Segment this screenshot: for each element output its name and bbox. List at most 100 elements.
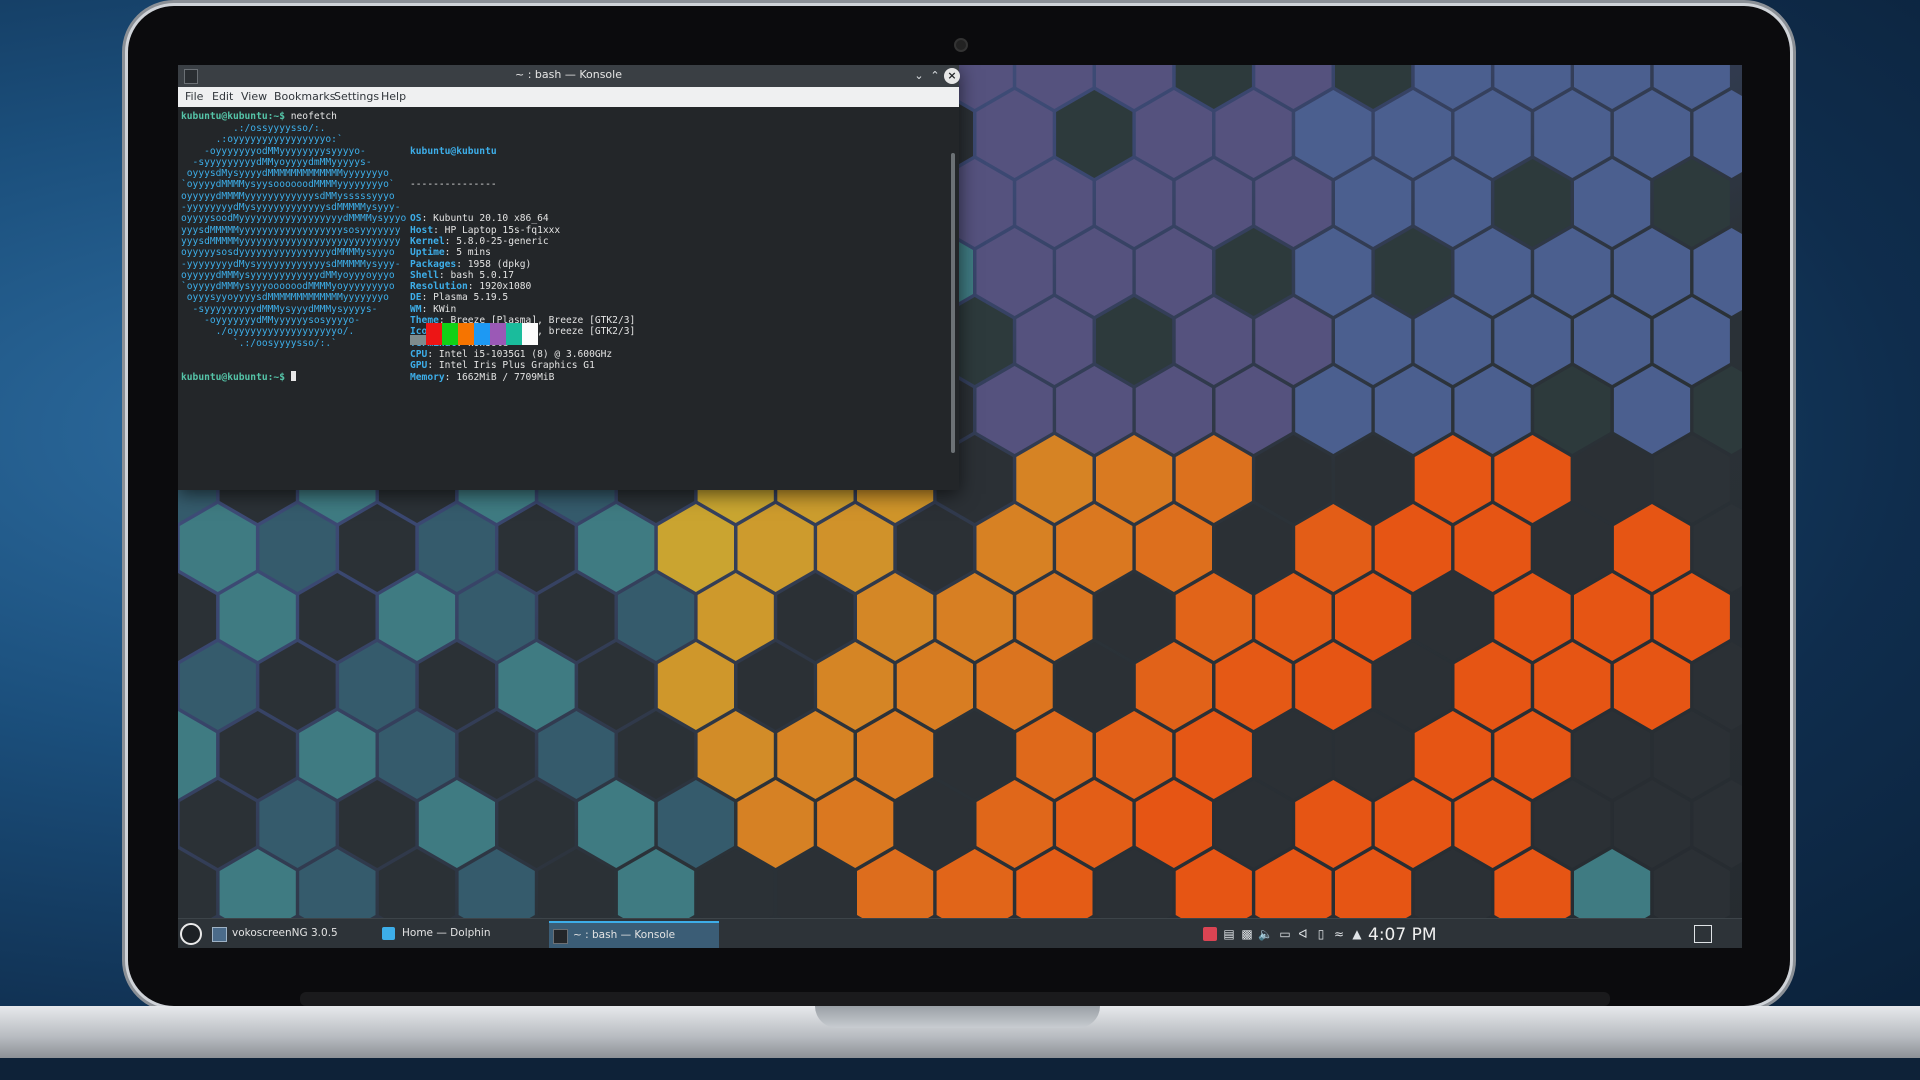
menu-edit[interactable]: Edit <box>212 90 234 103</box>
wallpaper-hexagon <box>418 504 495 592</box>
logo-line: oyyyyysosdyyyyyyyyyyyyyyyydMMMMysyyyo <box>181 247 395 259</box>
wallpaper-hexagon <box>418 780 495 868</box>
wallpaper-hexagon <box>1175 711 1252 799</box>
menu-file[interactable]: File <box>185 90 204 103</box>
wallpaper-hexagon <box>1414 573 1491 661</box>
wallpaper-hexagon <box>1534 642 1611 730</box>
wallpaper-hexagon <box>1335 65 1412 109</box>
info-row: CPU: Intel i5-1035G1 (8) @ 3.600GHz <box>410 348 613 360</box>
wallpaper-hexagon <box>1613 504 1691 592</box>
wallpaper-hexagon <box>1056 90 1133 178</box>
wallpaper-hexagon <box>299 849 376 937</box>
show-desktop-icon[interactable] <box>1694 925 1712 943</box>
screen-recorder-tray-icon[interactable] <box>1203 927 1217 941</box>
info-row: Host: HP Laptop 15s-fq1xxx <box>410 224 561 236</box>
battery-icon[interactable]: ▭ <box>1279 927 1291 941</box>
wallpaper-hexagon <box>219 573 296 661</box>
wallpaper-hexagon <box>1295 780 1372 868</box>
logo-line: yyysdMMMMMyyyyyyyyyyyyyyyyyysosyyyyyyy <box>181 224 401 236</box>
digital-clock[interactable]: 4:07 PM <box>1368 925 1437 945</box>
terminal-area[interactable]: kubuntu@kubuntu:~$ neofetch .:/ossyyyyss… <box>178 107 959 490</box>
close-button[interactable]: × <box>944 68 960 84</box>
info-value: bash 5.0.17 <box>450 269 514 281</box>
wallpaper-hexagon <box>458 711 535 799</box>
wallpaper-hexagon <box>976 504 1053 592</box>
wallpaper-hexagon <box>1693 366 1742 454</box>
wallpaper-hexagon <box>1175 65 1252 109</box>
wallpaper-hexagon <box>339 642 416 730</box>
wallpaper-hexagon <box>1574 435 1651 523</box>
window-titlebar[interactable]: ~ : bash — Konsole ⌄ ⌃ × <box>178 65 960 87</box>
konsole-icon[interactable] <box>184 69 198 84</box>
wallpaper-hexagon <box>1335 711 1412 799</box>
logo-line: oyyyysoodMyyyyyyyyyyyyyyyyyydMMMMysyyyo <box>181 213 407 225</box>
wallpaper-hexagon <box>936 573 1013 661</box>
wallpaper-hexagon <box>1414 849 1491 937</box>
palette-swatch <box>458 323 474 345</box>
wallpaper-hexagon <box>1135 780 1212 868</box>
clipboard-icon[interactable]: ▤ <box>1223 927 1235 941</box>
info-value: Plasma 5.19.5 <box>433 292 509 304</box>
wallpaper-hexagon <box>817 642 894 730</box>
minimize-button[interactable]: ⌄ <box>914 69 924 82</box>
maximize-button[interactable]: ⌃ <box>930 69 940 82</box>
wallpaper-hexagon <box>1016 297 1093 385</box>
wallpaper-hexagon <box>936 711 1013 799</box>
info-value: Kubuntu 20.10 x86_64 <box>433 213 549 225</box>
wallpaper-hexagon <box>1215 228 1292 316</box>
wallpaper-hexagon <box>1414 65 1491 109</box>
wallpaper-hexagon <box>1255 849 1332 937</box>
info-header: kubuntu@kubuntu <box>410 145 497 157</box>
wifi-icon[interactable]: ≈ <box>1333 927 1345 941</box>
task-vokoscreen[interactable]: vokoscreenNG 3.0.5 <box>208 921 373 947</box>
info-row: DE: Plasma 5.19.5 <box>410 292 509 304</box>
wallpaper-hexagon <box>179 504 256 592</box>
menu-help[interactable]: Help <box>381 90 407 103</box>
menu-bookmarks[interactable]: Bookmarks <box>274 90 336 103</box>
volume-icon[interactable]: 🔈 <box>1258 927 1273 941</box>
laptop-screen: ~ : bash — Konsole ⌄ ⌃ × File Edit View … <box>178 65 1742 948</box>
wallpaper-hexagon <box>1454 642 1531 730</box>
wallpaper-hexagon <box>1255 297 1332 385</box>
wallpaper-hexagon <box>697 711 774 799</box>
wallpaper-hexagon <box>1653 573 1730 661</box>
wallpaper-hexagon <box>1693 642 1742 730</box>
wallpaper-hexagon <box>458 849 535 937</box>
wallpaper-hexagon <box>1574 297 1651 385</box>
wallpaper-hexagon <box>299 711 376 799</box>
wallpaper-hexagon <box>1494 297 1571 385</box>
menu-view[interactable]: View <box>241 90 268 103</box>
wallpaper-hexagon <box>1175 573 1252 661</box>
storage-icon[interactable]: ▩ <box>1241 927 1253 941</box>
wallpaper-hexagon <box>1215 504 1292 592</box>
wallpaper-hexagon <box>697 573 774 661</box>
wallpaper-hexagon <box>578 504 655 592</box>
wallpaper-hexagon <box>1295 642 1372 730</box>
command-text: neofetch <box>290 111 337 122</box>
wallpaper-hexagon <box>1454 504 1531 592</box>
wallpaper-hexagon <box>1414 297 1491 385</box>
wallpaper-hexagon <box>1374 228 1452 316</box>
device-notifier-icon[interactable]: ▯ <box>1317 927 1325 941</box>
task-konsole[interactable]: ~ : bash — Konsole <box>549 921 719 948</box>
menu-settings[interactable]: Settings <box>334 90 380 103</box>
wallpaper-hexagon <box>179 642 256 730</box>
wallpaper-hexagon <box>1255 65 1332 109</box>
wallpaper-hexagon <box>1454 780 1531 868</box>
wallpaper-hexagon <box>1295 90 1372 178</box>
terminal-scrollbar[interactable] <box>951 153 955 453</box>
info-row: Uptime: 5 mins <box>410 247 491 259</box>
wallpaper-hexagon <box>458 573 535 661</box>
wallpaper-hexagon <box>1374 90 1452 178</box>
expand-tray-icon[interactable]: ▲ <box>1352 927 1362 941</box>
wallpaper-hexagon <box>1414 711 1491 799</box>
task-dolphin[interactable]: Home — Dolphin <box>378 921 543 947</box>
wallpaper-hexagon <box>1016 435 1093 523</box>
bluetooth-icon[interactable]: ᐊ <box>1298 927 1308 941</box>
wallpaper-hexagon <box>617 849 695 937</box>
application-launcher-icon[interactable] <box>180 923 202 945</box>
wallpaper-hexagon <box>498 504 575 592</box>
wallpaper-hexagon <box>1016 65 1093 109</box>
wallpaper-hexagon <box>378 849 456 937</box>
wallpaper-hexagon <box>777 849 854 937</box>
